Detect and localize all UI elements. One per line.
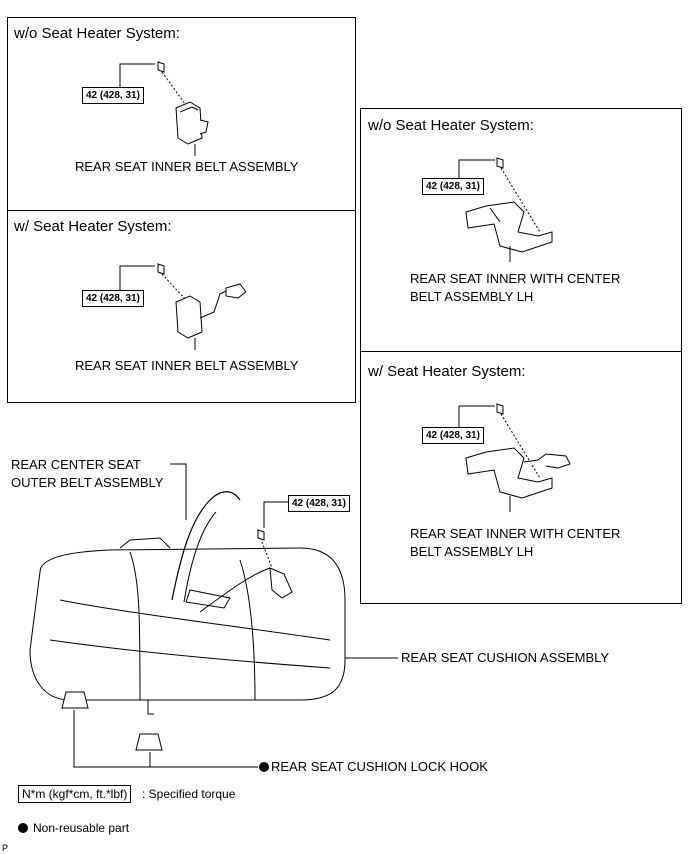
legend-unit-box: N*m (kgf*cm, ft.*lbf) <box>18 785 132 803</box>
legend-dot-icon <box>18 823 28 833</box>
label-center-belt-3a: REAR SEAT INNER WITH CENTER <box>410 271 621 286</box>
panel-w-heater-inner <box>7 210 356 403</box>
panel-title-4: w/ Seat Heater System: <box>368 363 526 380</box>
panel-title-2: w/ Seat Heater System: <box>14 218 172 235</box>
torque-box-4: 42 (428, 31) <box>422 427 484 444</box>
label-outer-belt-1: REAR CENTER SEAT <box>11 457 141 472</box>
label-inner-belt-2: REAR SEAT INNER BELT ASSEMBLY <box>75 358 299 373</box>
legend-unit-desc: : Specified torque <box>142 787 236 801</box>
torque-box-2: 42 (428, 31) <box>82 290 144 307</box>
legend-nonreusable: Non-reusable part <box>33 821 130 835</box>
label-cushion: REAR SEAT CUSHION ASSEMBLY <box>401 650 610 665</box>
corner-mark: P <box>2 843 9 853</box>
torque-box-3: 42 (428, 31) <box>422 178 484 195</box>
torque-box-1: 42 (428, 31) <box>82 87 144 104</box>
label-lock-hook: REAR SEAT CUSHION LOCK HOOK <box>271 759 488 774</box>
label-outer-belt-2: OUTER BELT ASSEMBLY <box>11 475 164 490</box>
label-center-belt-3b: BELT ASSEMBLY LH <box>410 289 534 304</box>
label-inner-belt-1: REAR SEAT INNER BELT ASSEMBLY <box>75 159 299 174</box>
panel-w-heater-center <box>360 351 682 604</box>
label-center-belt-4b: BELT ASSEMBLY LH <box>410 544 534 559</box>
torque-box-5: 42 (428, 31) <box>288 495 350 512</box>
panel-title-1: w/o Seat Heater System: <box>14 25 180 42</box>
panel-title-3: w/o Seat Heater System: <box>368 117 534 134</box>
nonreusable-dot-icon <box>259 762 269 772</box>
label-center-belt-4a: REAR SEAT INNER WITH CENTER <box>410 526 621 541</box>
